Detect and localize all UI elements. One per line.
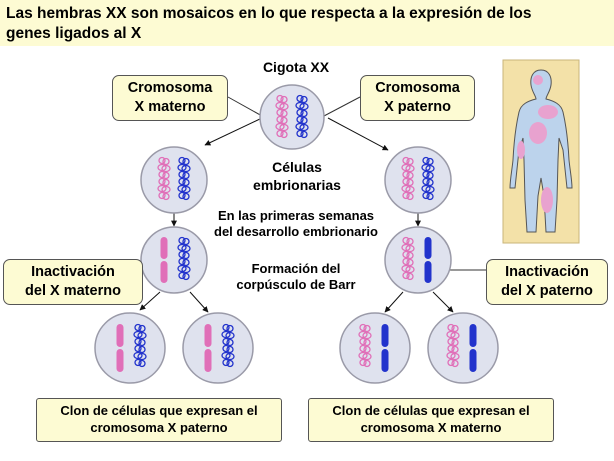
cell-clone-left-2 [182, 312, 254, 384]
clone-box-left-line-2: cromosoma X paterno [90, 420, 228, 435]
title-line-1: Las hembras XX son mosaicos en lo que re… [6, 5, 532, 22]
arrow-right-rl [384, 291, 404, 313]
clone-box-right: Clon de células que expresan el cromosom… [308, 398, 554, 442]
callout-inactivation-maternal-line-1: Inactivación [31, 264, 115, 280]
clone-box-left: Clon de células que expresan el cromosom… [36, 398, 282, 442]
cell-barr-right-paternal-x-inactive [424, 237, 432, 283]
cell-clone-right-1 [339, 312, 411, 384]
callout-paternal-x-line-2: X paterno [384, 99, 451, 115]
patch-chest [538, 105, 558, 119]
cell-zygote-maternal-x-active [275, 94, 289, 139]
cell-barr-left [140, 226, 208, 294]
patch-arm [517, 141, 525, 159]
barr-body-line-2: corpúsculo de Barr [236, 277, 356, 292]
callout-inactivation-paternal-line-1: Inactivación [505, 264, 589, 280]
arrow-right-rr [432, 291, 454, 313]
title-band [0, 0, 614, 46]
clone-box-left-line-1: Clon de células que expresan el [60, 403, 258, 418]
cell-zygote-membrane [259, 84, 325, 150]
clone-box-right-line-1: Clon de células que expresan el [332, 403, 530, 418]
cell-zygote [259, 84, 325, 150]
clone-box-right-line-2: cromosoma X materno [360, 420, 502, 435]
callout-maternal-x-line-2: X materno [134, 99, 206, 115]
cell-clone-left-1-maternal-x-inactive [116, 324, 124, 372]
cell-embryonic-left-membrane [140, 146, 208, 214]
first-weeks-line-1: En las primeras semanas [217, 208, 375, 223]
patch-head [533, 75, 543, 85]
cell-embryonic-right [384, 146, 452, 214]
cell-clone-left-2-membrane [182, 312, 254, 384]
cell-clone-right-1-paternal-x-inactive [381, 324, 389, 372]
cell-clone-right-2 [427, 312, 499, 384]
cell-embryonic-right-paternal-x-active [421, 156, 435, 201]
embryonic-cells-line-2: embrionarias [253, 177, 341, 193]
cell-barr-left-paternal-x-active [177, 236, 191, 281]
patch-belly [529, 122, 547, 144]
callout-inactivation-maternal: Inactivación del X materno [3, 259, 143, 305]
cell-clone-left-2-maternal-x-inactive [204, 324, 212, 372]
cell-barr-left-membrane [140, 226, 208, 294]
callout-maternal-x-line-1: Cromosoma [127, 80, 213, 96]
embryonic-cells-label: Células embrionarias [222, 158, 372, 194]
arrow-left-ll [139, 291, 161, 311]
cell-zygote-paternal-x-active [295, 94, 309, 139]
cell-clone-right-2-membrane [427, 312, 499, 384]
callout-inactivation-paternal: Inactivación del X paterno [486, 259, 608, 305]
arrow-left-lr [189, 291, 209, 313]
cell-embryonic-left-paternal-x-active [177, 156, 191, 201]
figure-pink-patches [517, 75, 558, 213]
arrows [139, 117, 454, 313]
cell-clone-right-1-maternal-x-active [358, 323, 372, 368]
cell-barr-right-membrane [384, 226, 452, 294]
title-line-2: genes ligados al X [6, 25, 142, 42]
arrow-zygote-right [327, 117, 389, 151]
callout-inactivation-maternal-line-2: del X materno [25, 283, 121, 299]
cell-barr-right-maternal-x-active [401, 236, 415, 281]
first-weeks-line-2: del desarrollo embrionario [214, 224, 378, 239]
cell-embryonic-right-membrane [384, 146, 452, 214]
cell-embryonic-right-maternal-x-active [401, 156, 415, 201]
cell-clone-left-2-paternal-x-active [221, 323, 235, 368]
callout-paternal-x: Cromosoma X paterno [360, 75, 475, 121]
cell-clone-left-1 [94, 312, 166, 384]
callout-paternal-x-line-1: Cromosoma [375, 80, 460, 96]
zygote-label: Cigota XX [262, 59, 330, 75]
cell-barr-right [384, 226, 452, 294]
human-figure [502, 59, 580, 244]
cells [94, 84, 499, 384]
cell-clone-right-2-paternal-x-inactive [469, 324, 477, 372]
barr-body-line-1: Formación del [251, 261, 341, 276]
cell-clone-right-2-maternal-x-active [446, 323, 460, 368]
embryonic-cells-line-1: Células [272, 159, 322, 175]
cell-clone-left-1-paternal-x-active [133, 323, 147, 368]
cell-clone-left-1-membrane [94, 312, 166, 384]
page-title: Las hembras XX son mosaicos en lo que re… [6, 4, 606, 44]
cell-barr-left-maternal-x-inactive [160, 237, 168, 283]
first-weeks-label: En las primeras semanas del desarrollo e… [196, 208, 396, 240]
callout-maternal-x: Cromosoma X materno [112, 75, 228, 121]
barr-body-label: Formación del corpúsculo de Barr [216, 261, 376, 293]
patch-leg [541, 187, 553, 213]
callout-inactivation-paternal-line-2: del X paterno [501, 283, 593, 299]
cell-embryonic-left [140, 146, 208, 214]
cell-embryonic-left-maternal-x-active [157, 156, 171, 201]
arrow-zygote-left [204, 117, 263, 146]
cell-clone-right-1-membrane [339, 312, 411, 384]
